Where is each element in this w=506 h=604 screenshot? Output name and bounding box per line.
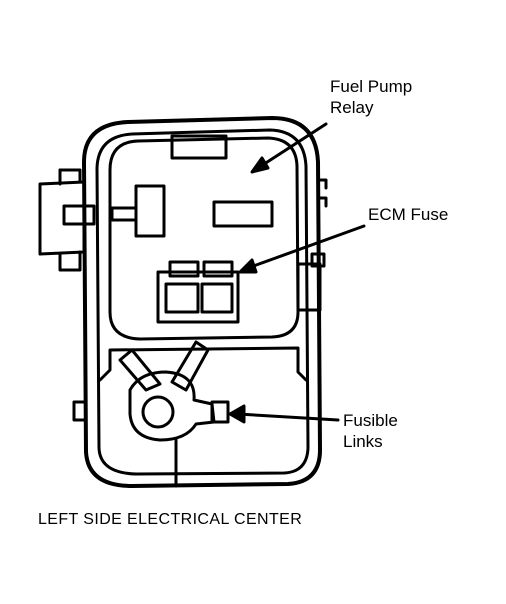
- fusible-links-label: Fusible Links: [343, 410, 398, 452]
- fuel-pump-relay: [110, 184, 166, 238]
- arrow-fusible-links: [236, 412, 340, 422]
- fusible-links-label-line1: Fusible: [343, 411, 398, 430]
- leader-arrows: [228, 122, 366, 424]
- right-side-connector: [296, 252, 326, 312]
- ecm-fuse-block: [156, 260, 240, 324]
- ecm-fuse-label: ECM Fuse: [368, 205, 449, 224]
- center-module: [212, 200, 274, 228]
- housing: [82, 116, 322, 488]
- arrow-fuel-pump-relay: [256, 122, 328, 170]
- left-clip: [72, 400, 86, 422]
- fuel-pump-relay-label-line2: Relay: [330, 98, 374, 117]
- upper-compartment: [108, 136, 300, 341]
- left-connector: [38, 168, 96, 272]
- right-tabs: [316, 178, 328, 208]
- arrow-ecm-fuse: [246, 224, 366, 270]
- top-latch: [170, 134, 228, 160]
- fusible-links-label-line2: Links: [343, 432, 383, 451]
- diagram-caption: LEFT SIDE ELECTRICAL CENTER: [38, 511, 303, 528]
- fusible-links-assembly: [118, 340, 230, 488]
- fuel-pump-relay-label: Fuel Pump Relay: [330, 76, 412, 118]
- fuel-pump-relay-label-line1: Fuel Pump: [330, 77, 413, 96]
